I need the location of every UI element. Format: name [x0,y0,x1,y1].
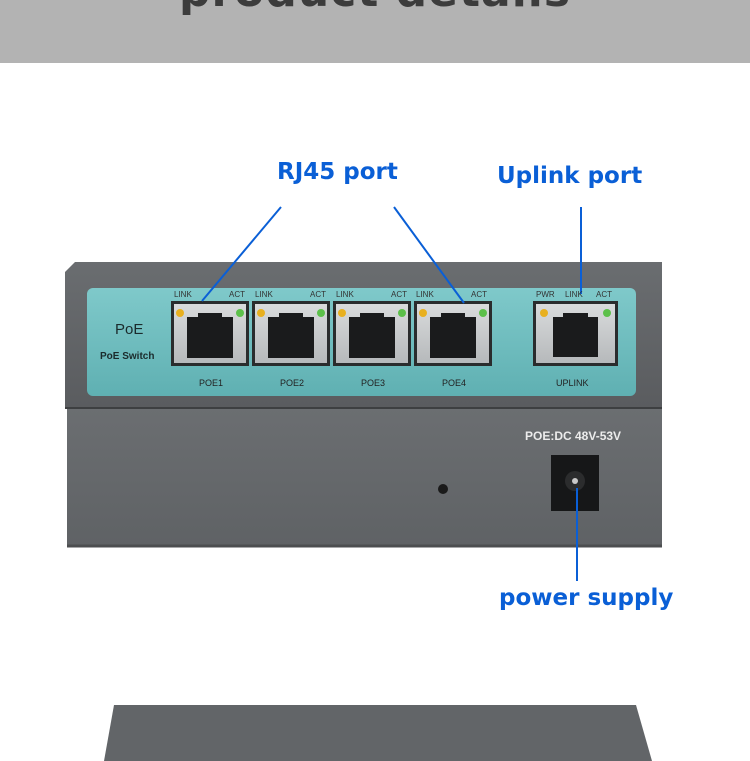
rj45-port-1[interactable] [171,301,249,366]
port-1-link-led [176,309,184,317]
reset-hole [438,484,448,494]
rj45-port-4[interactable] [414,301,492,366]
uplink-led-amber [540,309,548,317]
subtitle-label: PoE Switch [100,351,155,362]
rj45-port-2[interactable] [252,301,330,366]
brand-label: PoE [115,321,144,338]
rj45-port-3[interactable] [333,301,411,366]
port-3-link-led [338,309,346,317]
banner-title: product details [0,0,750,17]
port-4-link-led [419,309,427,317]
rj45-leader-line-left [201,206,282,302]
port1-link-label: LINK [174,290,192,299]
port2-act-label: ACT [310,290,326,299]
uplink-link-label: LINK [565,290,583,299]
uplink-port[interactable] [533,301,618,366]
port3-name: POE3 [361,378,386,388]
port-3-act-led [398,309,406,317]
section-banner: product details [0,0,750,63]
port-4-act-led [479,309,487,317]
port1-name: POE1 [199,378,224,388]
port3-link-label: LINK [336,290,354,299]
port2-link-label: LINK [255,290,273,299]
port-2-link-led [257,309,265,317]
rj45-port-callout: RJ45 port [277,159,398,185]
power-supply-callout: power supply [499,585,674,611]
uplink-act-label: ACT [596,290,612,299]
port-2-act-led [317,309,325,317]
rj45-port-group [171,301,492,366]
port4-act-label: ACT [471,290,487,299]
dc-power-jack [551,455,599,511]
port4-link-label: LINK [416,290,434,299]
uplink-port-callout: Uplink port [497,163,643,189]
port4-name: POE4 [442,378,467,388]
rj45-leader-line-right [393,206,465,304]
uplink-led-green [603,309,611,317]
uplink-pwr-label: PWR [536,290,555,299]
port3-act-label: ACT [391,290,407,299]
port-1-act-led [236,309,244,317]
uplink-name: UPLINK [556,378,589,388]
port1-act-label: ACT [229,290,245,299]
port2-name: POE2 [280,378,305,388]
power-rating-label: POE:DC 48V-53V [525,429,622,443]
second-product-photo [104,705,652,761]
